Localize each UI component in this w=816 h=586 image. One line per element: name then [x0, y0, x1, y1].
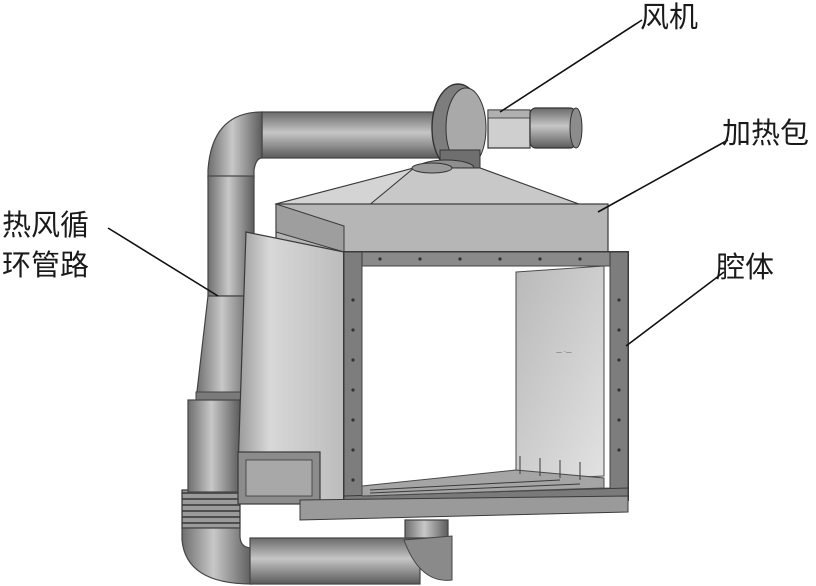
leader-lines [107, 19, 729, 347]
leader-duct [107, 227, 219, 297]
label-cavity: 腔体 [716, 250, 775, 284]
oven-cavity: — ·— [237, 231, 629, 521]
leader-heater [597, 139, 729, 213]
label-heater: 加热包 [722, 116, 810, 150]
fan-assembly [417, 83, 583, 177]
svg-text:— ·—: — ·— [556, 349, 572, 356]
hot-air-circulation-duct [181, 111, 453, 585]
label-fan: 风机 [640, 0, 699, 34]
label-duct-line1: 热风循 [2, 208, 90, 242]
leader-cavity [625, 271, 725, 347]
label-duct-line2: 环管路 [2, 248, 90, 282]
heater-package [274, 162, 609, 253]
leader-fan [499, 19, 643, 113]
